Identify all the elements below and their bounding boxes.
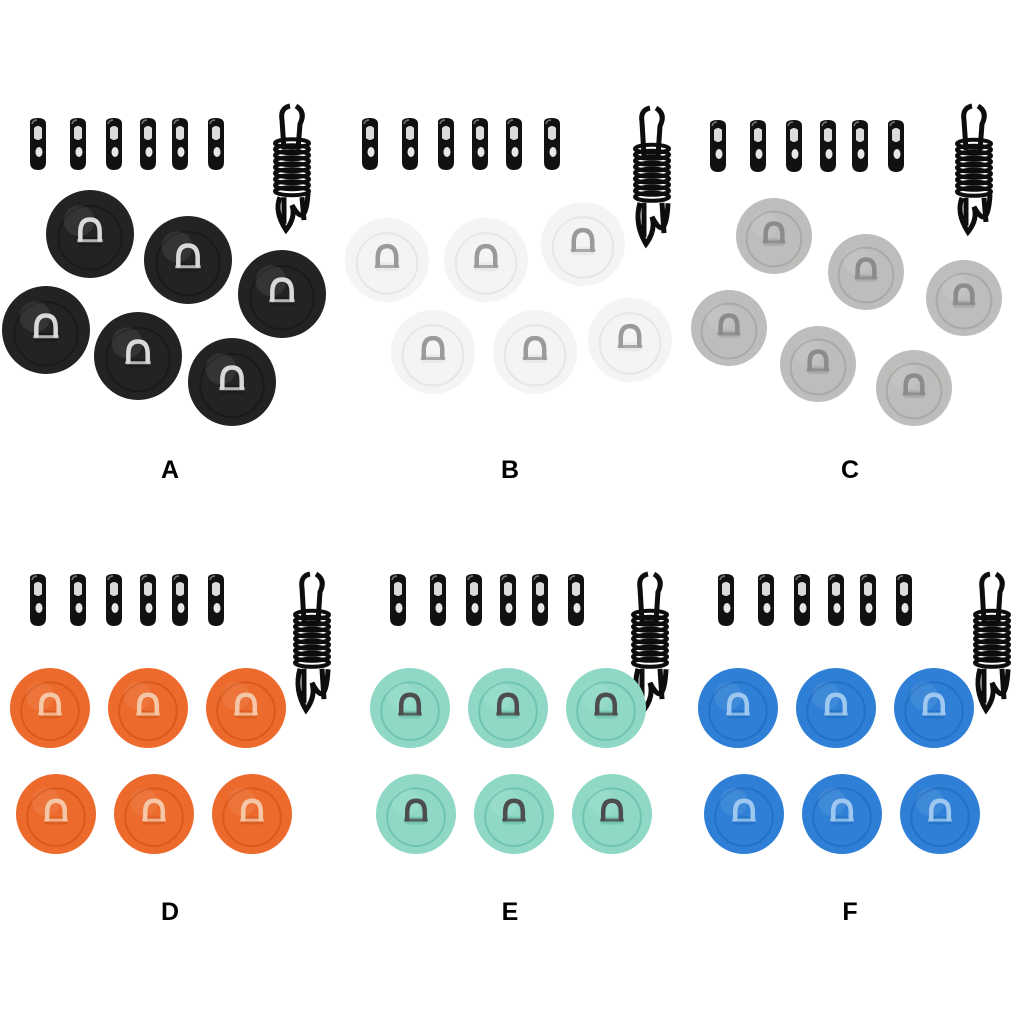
bungee-hook-icon	[532, 574, 548, 626]
bungee-cord-icon	[273, 103, 311, 235]
bungee-hook-icon	[500, 574, 516, 626]
panel-label-d: D	[160, 898, 180, 926]
d-ring-pad-icon	[493, 310, 577, 394]
panel-c-art	[691, 103, 1002, 426]
panel-f-art	[698, 571, 1011, 854]
d-ring-pad-icon	[94, 312, 182, 400]
bungee-hook-icon	[30, 118, 46, 170]
bungee-hook-icon	[828, 574, 844, 626]
d-ring-pad-icon	[780, 326, 856, 402]
d-ring-pad-icon	[736, 198, 812, 274]
d-ring-pad-icon	[474, 774, 554, 854]
bungee-hook-icon	[438, 118, 454, 170]
d-ring-pad-icon	[10, 668, 90, 748]
bungee-hook-icon	[472, 118, 488, 170]
panel-b-art	[345, 105, 672, 394]
d-ring-pad-icon	[900, 774, 980, 854]
bungee-hook-icon	[758, 574, 774, 626]
bungee-hook-icon	[710, 120, 726, 172]
d-ring-pad-icon	[206, 668, 286, 748]
d-ring-pad-icon	[391, 310, 475, 394]
d-ring-pad-icon	[691, 290, 767, 366]
d-ring-pad-icon	[698, 668, 778, 748]
d-ring-pad-icon	[16, 774, 96, 854]
bungee-hook-icon	[172, 574, 188, 626]
panel-label-e: E	[501, 898, 519, 926]
d-ring-pad-icon	[238, 250, 326, 338]
d-ring-pad-icon	[828, 234, 904, 310]
d-ring-pad-icon	[376, 774, 456, 854]
panel-e-art	[370, 571, 669, 854]
bungee-hook-icon	[544, 118, 560, 170]
panel-d-art	[10, 571, 331, 854]
bungee-hook-icon	[70, 574, 86, 626]
bungee-hook-icon	[402, 118, 418, 170]
bungee-hook-icon	[820, 120, 836, 172]
d-ring-pad-icon	[588, 298, 672, 382]
bungee-hook-icon	[30, 574, 46, 626]
panel-label-f: F	[842, 898, 858, 926]
panel-label-b: B	[500, 456, 520, 484]
bungee-hook-icon	[140, 574, 156, 626]
bungee-hook-icon	[860, 574, 876, 626]
bungee-cord-icon	[955, 103, 993, 237]
d-ring-pad-icon	[876, 350, 952, 426]
d-ring-pad-icon	[894, 668, 974, 748]
d-ring-pad-icon	[144, 216, 232, 304]
d-ring-pad-icon	[188, 338, 276, 426]
d-ring-pad-icon	[2, 286, 90, 374]
d-ring-pad-icon	[46, 190, 134, 278]
panel-label-a: A	[160, 456, 180, 484]
d-ring-pad-icon	[572, 774, 652, 854]
bungee-hook-icon	[106, 118, 122, 170]
panel-f: F	[680, 540, 1020, 1010]
bungee-hook-icon	[718, 574, 734, 626]
d-ring-pad-icon	[796, 668, 876, 748]
d-ring-pad-icon	[212, 774, 292, 854]
d-ring-pad-icon	[468, 668, 548, 748]
d-ring-pad-icon	[541, 202, 625, 286]
bungee-hook-icon	[786, 120, 802, 172]
panel-d: D	[0, 540, 340, 1010]
d-ring-pad-icon	[444, 218, 528, 302]
bungee-hook-icon	[140, 118, 156, 170]
bungee-cord-icon	[973, 571, 1011, 715]
panel-a: A	[0, 90, 340, 560]
panel-b: B	[340, 90, 680, 560]
bungee-cord-icon	[293, 571, 331, 715]
d-ring-pad-icon	[802, 774, 882, 854]
bungee-cord-icon	[633, 105, 671, 249]
d-ring-pad-icon	[345, 218, 429, 302]
bungee-cord-icon	[631, 571, 669, 715]
bungee-hook-icon	[466, 574, 482, 626]
panel-label-c: C	[840, 456, 860, 484]
bungee-hook-icon	[208, 574, 224, 626]
panel-a-art	[2, 103, 326, 426]
bungee-hook-icon	[172, 118, 188, 170]
panel-e: E	[340, 540, 680, 1010]
bungee-hook-icon	[568, 574, 584, 626]
d-ring-pad-icon	[114, 774, 194, 854]
bungee-hook-icon	[896, 574, 912, 626]
d-ring-pad-icon	[108, 668, 188, 748]
d-ring-pad-icon	[370, 668, 450, 748]
d-ring-pad-icon	[566, 668, 646, 748]
d-ring-pad-icon	[704, 774, 784, 854]
panel-c: C	[680, 90, 1020, 560]
bungee-hook-icon	[852, 120, 868, 172]
bungee-hook-icon	[106, 574, 122, 626]
d-ring-pad-icon	[926, 260, 1002, 336]
bungee-hook-icon	[70, 118, 86, 170]
bungee-hook-icon	[750, 120, 766, 172]
bungee-hook-icon	[390, 574, 406, 626]
bungee-hook-icon	[362, 118, 378, 170]
bungee-hook-icon	[506, 118, 522, 170]
bungee-hook-icon	[794, 574, 810, 626]
bungee-hook-icon	[208, 118, 224, 170]
bungee-hook-icon	[888, 120, 904, 172]
bungee-hook-icon	[430, 574, 446, 626]
